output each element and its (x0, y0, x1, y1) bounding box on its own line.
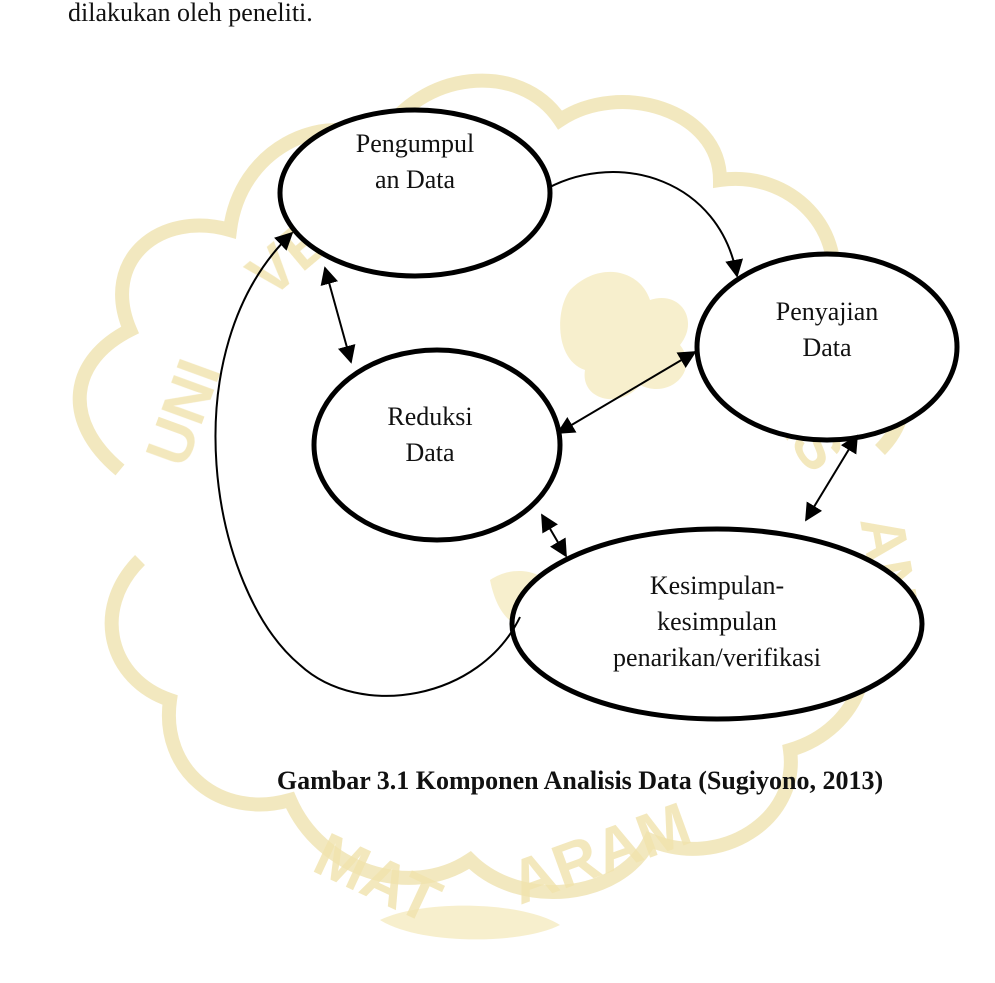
arrow-reduksi-penyajian (556, 351, 697, 434)
node-pengumpulan-shape (277, 107, 553, 279)
node-penyajian-line1: Penyajian (775, 297, 879, 326)
node-pengumpulan-label: Pengumpul an Data (315, 126, 515, 198)
node-reduksi-shape (311, 347, 563, 543)
node-penyajian-label: Penyajian Data (717, 294, 937, 366)
node-kesimpulan-line2: kesimpulan (657, 607, 777, 636)
figure-caption-text: Gambar 3.1 Komponen Analisis Data (Sugiy… (276, 766, 884, 795)
node-penyajian-line2: Data (802, 333, 852, 362)
node-reduksi-line2: Data (405, 438, 455, 467)
node-pengumpulan-line1: Pengumpul (355, 129, 475, 158)
arrow-penyajian-kesimpulan (805, 434, 858, 522)
arrow-pengumpulan-reduksi (320, 266, 356, 364)
node-pengumpulan-line2: an Data (374, 165, 456, 194)
node-kesimpulan-shape (509, 526, 925, 722)
arrow-pengumpulan-to-penyajian (547, 171, 744, 278)
node-reduksi-line1: Reduksi (387, 402, 473, 431)
arrow-kesimpulan-to-pengumpulan (214, 231, 521, 697)
node-kesimpulan-line3: penarikan/verifikasi (613, 643, 821, 672)
figure-caption: Gambar 3.1 Komponen Analisis Data (Sugiy… (0, 766, 995, 796)
node-reduksi-label: Reduksi Data (330, 399, 530, 471)
intro-text: dilakukan oleh peneliti. (68, 0, 313, 27)
node-kesimpulan-label: Kesimpulan- kesimpulan penarikan/verifik… (567, 568, 867, 676)
node-kesimpulan-line1: Kesimpulan- (649, 571, 785, 600)
arrow-reduksi-kesimpulan (541, 513, 567, 558)
